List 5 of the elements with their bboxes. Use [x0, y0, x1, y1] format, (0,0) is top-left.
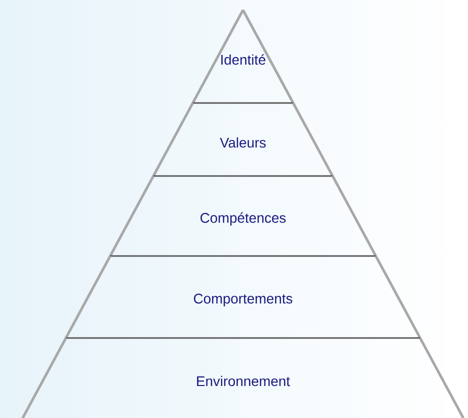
pyramid-level: Valeurs — [152, 102, 334, 177]
pyramid-level: Compétences — [109, 175, 377, 257]
pyramid-level: Comportements — [64, 255, 422, 339]
pyramid-level: Environnement — [22, 337, 464, 418]
pyramid-level: Identité — [192, 9, 294, 104]
